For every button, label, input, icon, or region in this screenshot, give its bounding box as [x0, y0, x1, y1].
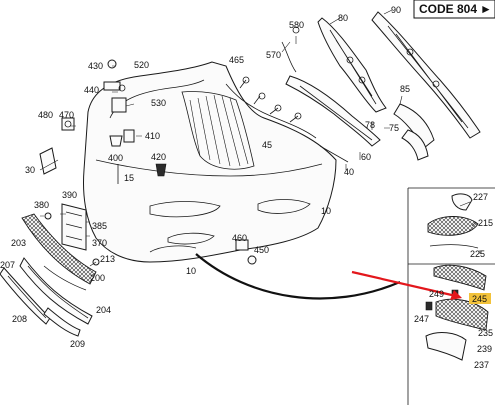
label-78: 78 — [365, 120, 375, 130]
code-arrow-icon: ► — [480, 2, 492, 16]
label-203: 203 — [11, 238, 26, 248]
label-480: 480 — [38, 110, 53, 120]
support-frame-90 — [371, 11, 481, 139]
label-420: 420 — [151, 152, 166, 162]
label-85: 85 — [400, 84, 410, 94]
highlight-245 — [469, 293, 491, 304]
label-215: 215 — [478, 218, 493, 228]
callout-labels: 580 570 80 90 85 78 75 60 40 465 45 10 1… — [0, 5, 493, 370]
lower-grille-203 — [21, 213, 97, 285]
label-235: 235 — [478, 328, 493, 338]
label-208: 208 — [12, 314, 27, 324]
bolt-420 — [155, 163, 167, 177]
cover-227 — [451, 193, 473, 211]
label-430: 430 — [88, 61, 103, 71]
clip-580 — [292, 26, 300, 34]
label-60: 60 — [361, 152, 371, 162]
label-410: 410 — [145, 131, 160, 141]
sensor-400 — [109, 135, 123, 147]
screw-430 — [107, 59, 117, 69]
label-207: 207 — [0, 260, 15, 270]
code-804-box[interactable]: CODE 804 ► — [413, 0, 495, 19]
bracket-530 — [111, 97, 127, 113]
label-10-right: 10 — [321, 206, 331, 216]
label-580: 580 — [289, 20, 304, 30]
label-465: 465 — [229, 55, 244, 65]
label-239: 239 — [477, 344, 492, 354]
reinforcement-85 — [393, 103, 435, 161]
inset-panel — [407, 187, 495, 405]
sensor-470 — [61, 117, 75, 131]
wiring-harness-45 — [225, 76, 317, 139]
label-440: 440 — [84, 85, 99, 95]
grille-insert-top — [433, 264, 487, 291]
screw-380 — [44, 212, 52, 220]
nut-520 — [118, 84, 126, 92]
trim-bar-237 — [425, 332, 467, 361]
label-30: 30 — [25, 165, 35, 175]
label-470: 470 — [59, 110, 74, 120]
label-200: 200 — [90, 273, 105, 283]
red-pointer-arrow — [351, 270, 462, 300]
bumper-cover — [83, 61, 337, 263]
label-10-bottom: 10 — [186, 266, 196, 276]
label-225: 225 — [470, 249, 485, 259]
label-75: 75 — [389, 123, 399, 133]
trim-207 — [0, 267, 51, 325]
code-804-label: CODE 804 — [419, 2, 477, 16]
fog-lamp-215 — [427, 216, 479, 236]
label-209: 209 — [70, 339, 85, 349]
label-80: 80 — [338, 13, 348, 23]
clip-247 — [425, 301, 433, 311]
label-570: 570 — [266, 50, 281, 60]
strip-40 — [319, 145, 349, 163]
label-380: 380 — [34, 200, 49, 210]
label-227: 227 — [473, 192, 488, 202]
cross-member-60 — [285, 75, 381, 147]
bracket-460 — [235, 239, 249, 251]
license-bracket-370 — [61, 203, 87, 251]
trim-200 — [43, 265, 87, 291]
label-245: 245 — [472, 294, 487, 304]
label-460: 460 — [232, 233, 247, 243]
label-390: 390 — [62, 190, 77, 200]
label-370: 370 — [92, 238, 107, 248]
label-450: 450 — [254, 245, 269, 255]
support-frame-80 — [317, 17, 387, 113]
pointer-curve — [195, 253, 401, 300]
label-520: 520 — [134, 60, 149, 70]
trim-209 — [43, 307, 81, 337]
trim-204 — [19, 257, 93, 325]
leader-lines — [39, 9, 481, 267]
label-237: 237 — [474, 360, 489, 370]
label-45: 45 — [262, 140, 272, 150]
clip-440 — [103, 81, 121, 91]
screw-450 — [247, 255, 257, 265]
label-204: 204 — [96, 305, 111, 315]
label-15: 15 — [124, 173, 134, 183]
label-249: 249 — [429, 289, 444, 299]
label-90: 90 — [391, 5, 401, 15]
retainer-410 — [123, 129, 135, 143]
label-530: 530 — [151, 98, 166, 108]
label-400: 400 — [108, 153, 123, 163]
bracket-30 — [39, 147, 57, 175]
label-247: 247 — [414, 314, 429, 324]
label-385: 385 — [92, 221, 107, 231]
cable-570 — [281, 41, 297, 73]
label-40: 40 — [344, 167, 354, 177]
label-213: 213 — [100, 254, 115, 264]
